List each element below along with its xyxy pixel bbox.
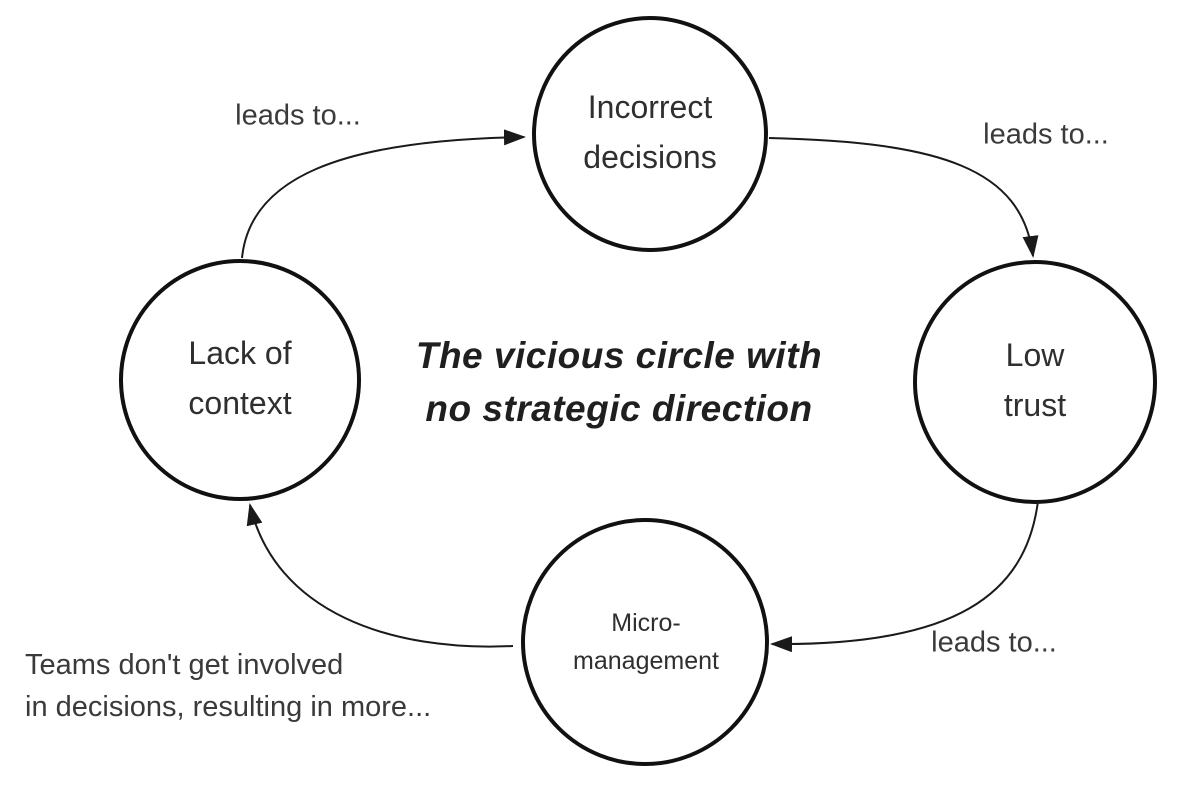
edge-label-leads-to-top-right: leads to... bbox=[983, 118, 1109, 151]
node-label-micro-management: Micro- management bbox=[573, 609, 719, 675]
arrow-incorrect-decisions-to-low-trust bbox=[768, 137, 1039, 258]
arrow-low-trust-to-micro-management bbox=[770, 500, 1039, 653]
node-circle-incorrect-decisions bbox=[532, 16, 768, 252]
node-circle-micro-management bbox=[521, 518, 769, 766]
edge-label-leads-to-bottom-right: leads to... bbox=[931, 626, 1057, 659]
arrow-micro-management-to-lack-of-context bbox=[246, 503, 514, 648]
diagram-title: The vicious circle with no strategic dir… bbox=[415, 335, 823, 429]
edge-label-leads-to-top-left: leads to... bbox=[235, 99, 361, 132]
arrow-lack-of-context-to-incorrect-decisions bbox=[241, 129, 526, 259]
node-label-lack-of-context: Lack of context bbox=[188, 335, 292, 421]
node-circle-lack-of-context bbox=[119, 259, 361, 501]
node-circle-low-trust bbox=[913, 260, 1157, 504]
edge-caption-micro-management: Teams don't get involved in decisions, r… bbox=[25, 649, 432, 723]
node-label-incorrect-decisions: Incorrect decisions bbox=[583, 89, 717, 175]
node-label-low-trust: Low trust bbox=[1003, 337, 1067, 423]
